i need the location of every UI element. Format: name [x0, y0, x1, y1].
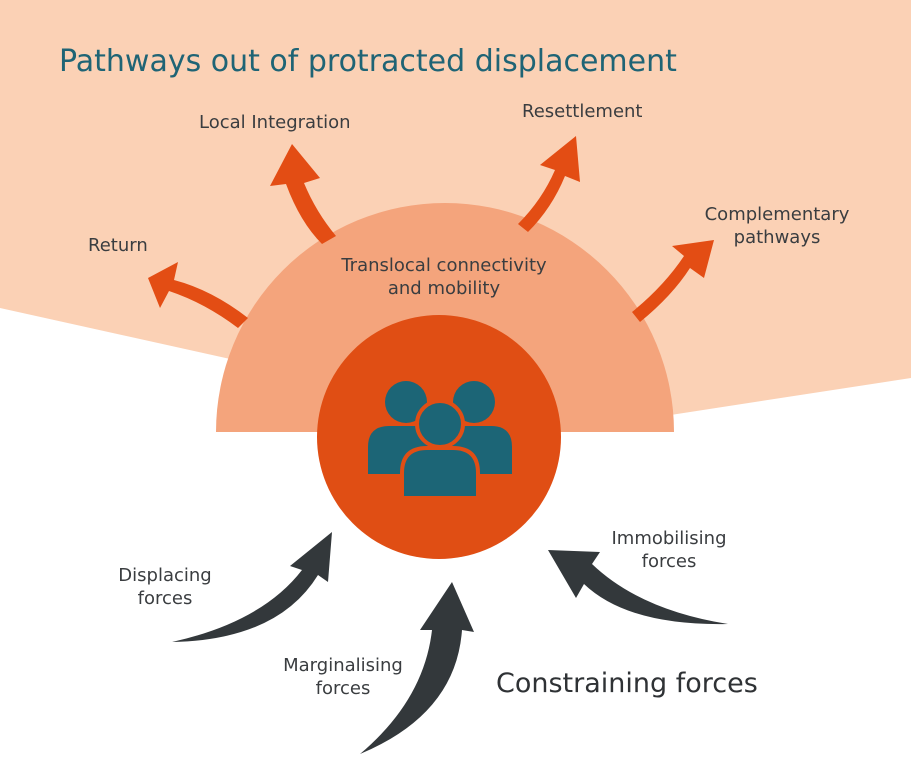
resettlement-label: Resettlement	[522, 101, 643, 122]
displacing-arrow	[172, 532, 332, 642]
marginalising-forces-label: Marginalising forces	[272, 654, 414, 701]
constraining-forces-label: Constraining forces	[496, 668, 758, 699]
translocal-line-2: and mobility	[387, 278, 501, 300]
page-title: Pathways out of protracted displacement	[59, 44, 677, 79]
complementary-pathways-label: Complementary pathways	[694, 203, 860, 250]
people-group-icon	[368, 381, 512, 500]
marginalising-arrow	[360, 582, 474, 754]
immobilising-line-1: Immobilising	[611, 528, 727, 549]
displacing-line-1: Displacing	[118, 565, 212, 586]
immobilising-line-2: forces	[641, 551, 697, 573]
complementary-line-1: Complementary	[704, 204, 850, 225]
outward-arrows	[148, 136, 714, 328]
immobilising-arrow	[548, 550, 728, 625]
displacing-line-2: forces	[137, 588, 193, 610]
return-arrow	[148, 262, 248, 328]
displacing-forces-label: Displacing forces	[108, 564, 222, 611]
inward-arrows	[172, 532, 728, 754]
complementary-line-2: pathways	[733, 227, 821, 249]
translocal-line-1: Translocal connectivity	[341, 255, 547, 276]
marginalising-line-1: Marginalising	[283, 655, 403, 676]
resettlement-arrow	[518, 136, 580, 232]
local-integration-arrow	[270, 144, 336, 244]
translocal-connectivity-label: Translocal connectivity and mobility	[326, 254, 562, 301]
return-label: Return	[88, 235, 148, 256]
immobilising-forces-label: Immobilising forces	[598, 527, 740, 574]
local-integration-label: Local Integration	[199, 112, 351, 133]
marginalising-line-2: forces	[315, 678, 371, 700]
complementary-arrow	[632, 240, 714, 322]
